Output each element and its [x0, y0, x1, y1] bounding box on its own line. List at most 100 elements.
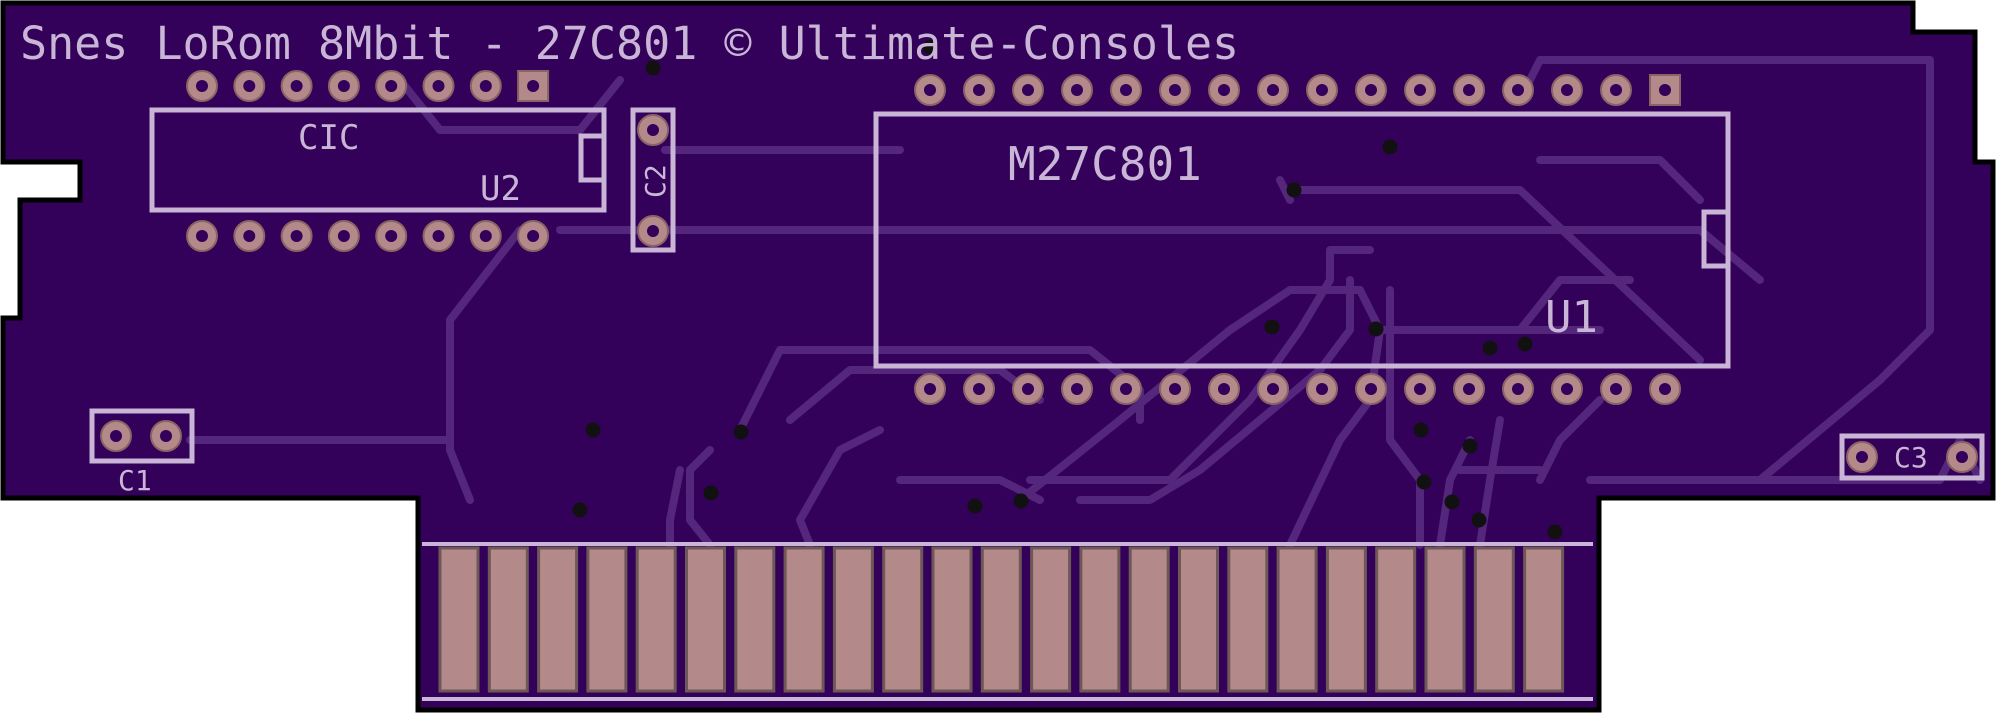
board-title: Snes LoRom 8Mbit - 27C801 © Ultimate-Con…: [20, 17, 1239, 70]
u2-pad: [233, 220, 266, 252]
u2-pad: [517, 220, 550, 252]
via: [1482, 340, 1498, 356]
via: [1462, 438, 1478, 454]
edge-contact: [586, 546, 628, 693]
u1-pad: [1208, 74, 1240, 106]
u2-label: U2: [480, 169, 521, 209]
via: [1413, 422, 1429, 438]
u1-notch: [1701, 209, 1731, 269]
u1-pad: [1453, 373, 1485, 405]
u2-pad: [327, 70, 360, 102]
u1-pad: [1110, 373, 1142, 405]
edge-contact: [1030, 546, 1072, 693]
u2-pad: [422, 220, 455, 252]
u1-pad: [1600, 373, 1632, 405]
edge-contact: [1276, 546, 1318, 693]
u1-pad: [1404, 373, 1436, 405]
via-layer: [572, 39, 1563, 540]
via: [703, 485, 719, 501]
u1-pad: [1208, 373, 1240, 405]
u1-pad: [914, 373, 946, 405]
u1-pad: [1061, 373, 1093, 405]
via: [1382, 139, 1398, 155]
via: [1547, 524, 1563, 540]
pad-layer: [100, 70, 1978, 473]
u1-pad: [1600, 74, 1632, 106]
via: [645, 60, 661, 76]
via: [1013, 493, 1029, 509]
rom-label: M27C801: [1008, 137, 1202, 191]
u2-pad: [280, 70, 313, 102]
edge-contact: [734, 546, 776, 693]
u1-pad: [1649, 373, 1681, 405]
edge-contact: [685, 546, 726, 693]
u1-pad-square: [1649, 74, 1681, 106]
u2-pad: [375, 220, 408, 252]
via: [1471, 512, 1487, 528]
edge-contact: [980, 546, 1022, 693]
u2-pad-square: [517, 70, 550, 102]
c3-pad: [1946, 441, 1978, 473]
edge-contact: [1473, 546, 1515, 693]
via: [922, 39, 938, 55]
c1-label: C1: [118, 464, 152, 497]
u1-pad: [1551, 74, 1583, 106]
u2-pad: [186, 220, 218, 252]
via: [1264, 319, 1280, 335]
u1-pad: [1355, 373, 1387, 405]
u1-pad: [1355, 74, 1387, 106]
u2-pad: [422, 70, 455, 102]
u1-pad: [1159, 373, 1191, 405]
u2-pad: [233, 70, 266, 102]
u1-pad: [1306, 373, 1338, 405]
edge-contact: [1178, 546, 1219, 693]
u1-pad: [1061, 74, 1093, 106]
c1-outline: [89, 408, 195, 464]
c1-pad: [100, 420, 132, 452]
u2-pad: [186, 70, 218, 102]
c1-pad: [150, 420, 182, 452]
u2-notch: [578, 133, 607, 183]
c2-pad: [637, 114, 669, 146]
u1-pad: [1502, 373, 1534, 405]
u1-pad: [963, 373, 995, 405]
cic-label: CIC: [298, 118, 359, 158]
u2-pad: [375, 70, 408, 102]
edge-contact: [1375, 546, 1417, 693]
u2-pad: [327, 220, 360, 252]
u1-pad: [1110, 74, 1142, 106]
u1-pad: [1453, 74, 1485, 106]
u1-pad: [1502, 74, 1534, 106]
u1-pad: [1257, 74, 1289, 106]
via: [1286, 182, 1302, 198]
u2-pad: [280, 220, 313, 252]
u1-pad: [1306, 74, 1338, 106]
via: [572, 502, 588, 518]
via: [967, 498, 983, 514]
u1-pad: [1257, 373, 1289, 405]
u2-pad: [469, 220, 502, 252]
edge-contact: [1523, 546, 1565, 693]
c3-label: C3: [1894, 441, 1928, 474]
u1-pad: [1404, 74, 1436, 106]
via: [733, 424, 749, 440]
edge-contact: [1079, 546, 1121, 693]
edge-connector: [438, 546, 1565, 693]
edge-contact: [487, 546, 529, 693]
c2-pad: [637, 215, 669, 247]
edge-contact: [931, 546, 973, 693]
c3-pad: [1846, 441, 1878, 473]
u1-pad: [963, 74, 995, 106]
via: [585, 422, 601, 438]
edge-contact: [1128, 546, 1170, 693]
c3-outline: [1839, 433, 1985, 481]
edge-contact: [635, 546, 677, 693]
edge-contact: [832, 546, 874, 693]
u1-label: U1: [1545, 292, 1598, 343]
u1-pad: [914, 74, 946, 106]
edge-contact: [882, 546, 924, 693]
via: [1368, 321, 1384, 337]
edge-contact: [783, 546, 825, 693]
